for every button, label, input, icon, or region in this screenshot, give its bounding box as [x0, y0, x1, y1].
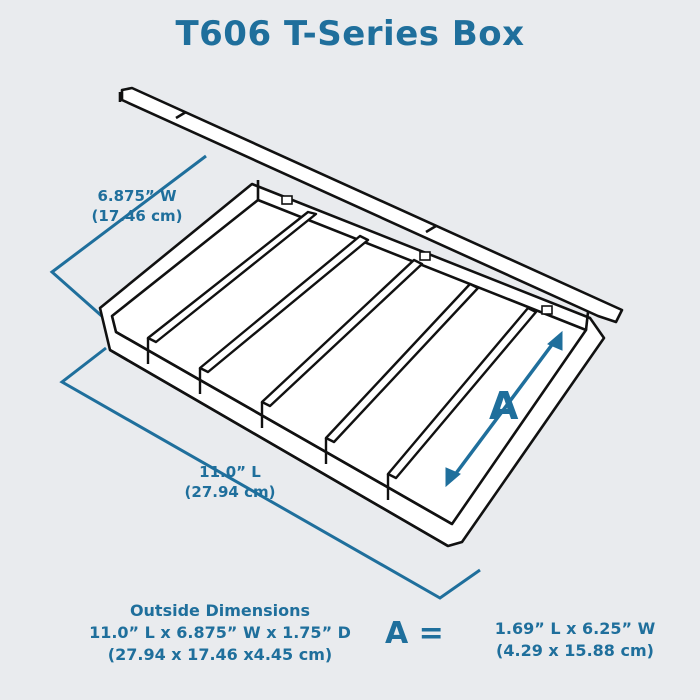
width-metric: (17.46 cm): [91, 207, 183, 225]
compartment-dimensions: 1.69” L x 6.25” W (4.29 x 15.88 cm): [460, 618, 690, 662]
outside-imperial: 11.0” L x 6.875” W x 1.75” D: [89, 623, 351, 642]
width-label: 6.875” W (17.46 cm): [62, 186, 212, 226]
compartment-arrow: [445, 330, 563, 488]
compartment-imperial: 1.69” L x 6.25” W: [494, 619, 656, 638]
width-dimension-line: [49, 154, 207, 320]
box-tray: [98, 180, 606, 548]
hinge-clips: [281, 195, 553, 315]
compartment-equation: A =: [385, 616, 444, 651]
outside-metric: (27.94 x 17.46 x4.45 cm): [107, 645, 333, 664]
outside-dimensions: Outside Dimensions 11.0” L x 6.875” W x …: [60, 600, 380, 666]
length-dimension-line: [59, 346, 481, 600]
compartment-dividers: [146, 210, 538, 500]
compartment-metric: (4.29 x 15.88 cm): [496, 641, 654, 660]
lid: [118, 86, 624, 324]
length-label: 11.0” L (27.94 cm): [170, 462, 290, 502]
length-metric: (27.94 cm): [184, 483, 276, 501]
length-imperial: 11.0” L: [199, 463, 261, 481]
outside-heading: Outside Dimensions: [129, 601, 311, 620]
compartment-marker: A: [489, 384, 519, 428]
width-imperial: 6.875” W: [97, 187, 177, 205]
page-title: T606 T-Series Box: [175, 14, 525, 54]
